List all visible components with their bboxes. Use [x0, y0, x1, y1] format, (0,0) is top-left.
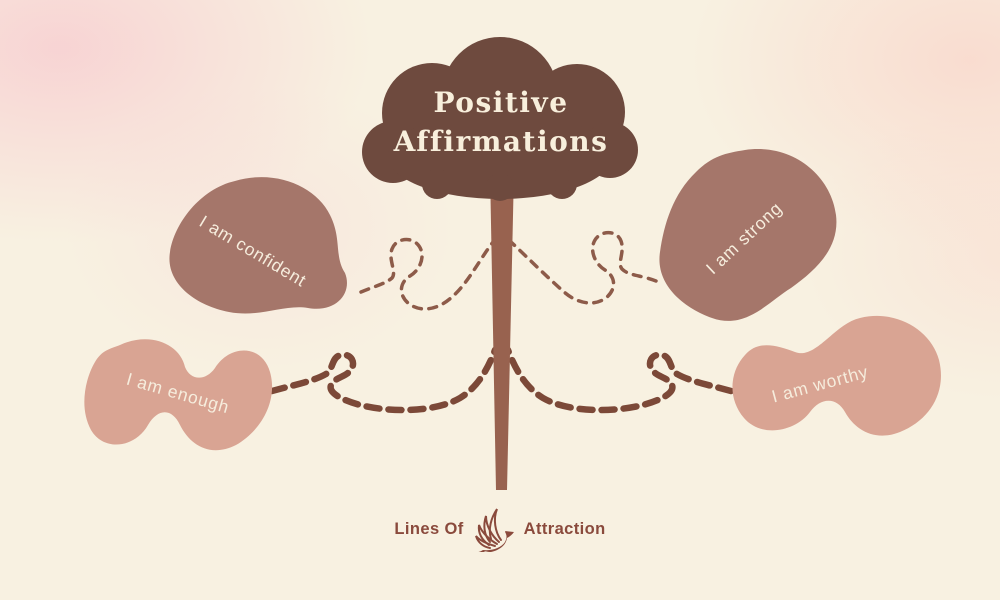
brand-text-first: Lines Of	[394, 519, 464, 538]
connector-dashed-confident	[359, 237, 495, 311]
connector-dashed-strong	[509, 230, 658, 305]
brand-text-second: Attraction	[523, 519, 606, 538]
affirmation-blob-enough	[84, 339, 273, 451]
title-line-2: Affirmations	[393, 125, 609, 158]
connector-dashed-worthy	[504, 346, 735, 414]
affirmation-blob-worthy	[732, 315, 941, 436]
cloud-shape	[362, 37, 638, 201]
affirmation-blob-confident	[169, 177, 347, 314]
title-line-1: Positive	[433, 86, 568, 119]
brand-footer: Lines Of Attraction	[0, 506, 1000, 553]
connector-dashed-enough	[268, 346, 499, 414]
tree-trunk	[490, 170, 514, 490]
affirmation-blob-strong	[659, 149, 837, 321]
phoenix-bird-icon	[473, 506, 514, 553]
